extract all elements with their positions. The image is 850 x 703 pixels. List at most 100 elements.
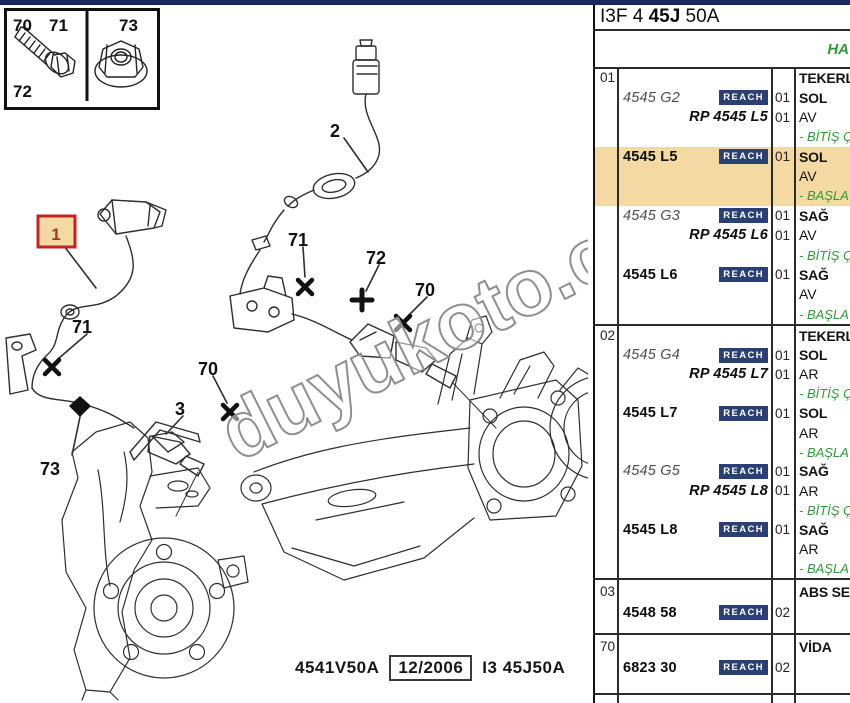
qty	[771, 423, 794, 442]
part-cell: 4545 G2 REACH	[617, 88, 771, 108]
part-cell: 4545 G4 REACH	[617, 345, 771, 364]
part-number[interactable]: 4548 58	[623, 604, 677, 621]
top-accent-bar	[0, 0, 850, 5]
qty	[771, 285, 794, 305]
reach-badge[interactable]: REACH	[719, 347, 768, 363]
callout-labels: 2 71 72 70 71 70 3 73	[40, 121, 435, 479]
table-line: - BAŞLA	[593, 186, 850, 206]
part-number[interactable]: RP 4545 L5	[689, 109, 768, 126]
bolt-drawing	[14, 26, 76, 78]
description: AV	[799, 168, 817, 185]
reach-badge[interactable]: REACH	[719, 405, 768, 421]
qty: 01	[775, 463, 791, 479]
section-ref	[593, 462, 617, 481]
section-ref	[593, 166, 617, 186]
part-number[interactable]: 4545 L7	[623, 405, 678, 422]
callout-1-box[interactable]: 1	[36, 214, 77, 249]
table-row[interactable]: 4548 58 REACH 02	[593, 602, 850, 623]
reach-badge[interactable]: REACH	[719, 90, 768, 106]
section-ref	[593, 481, 617, 500]
qty: 01	[775, 405, 791, 421]
qty: 02	[775, 605, 791, 620]
callout-72: 72	[366, 248, 386, 268]
row-divider	[593, 578, 850, 580]
qty: 01	[775, 347, 791, 363]
callout-70-mid: 70	[198, 359, 218, 379]
reach-badge[interactable]: REACH	[719, 605, 768, 620]
table-line: AR	[593, 423, 850, 442]
description: - BİTİŞ Ç	[799, 502, 850, 518]
leader-lines	[57, 137, 428, 456]
reach-badge[interactable]: REACH	[719, 660, 768, 675]
description: ABS SEN	[799, 583, 850, 600]
part-number[interactable]: RP 4545 L8	[689, 482, 768, 499]
diamond-marker-73	[69, 396, 91, 417]
section-ref	[593, 520, 617, 539]
legend-label-71: 71	[49, 16, 68, 35]
part-number[interactable]: 6823 30	[623, 659, 677, 676]
reach-badge[interactable]: REACH	[719, 208, 768, 224]
section-ref	[593, 365, 617, 384]
reach-badge[interactable]: REACH	[719, 267, 768, 283]
part-number[interactable]: 4545 G3	[623, 207, 681, 224]
part-number[interactable]: 4545 L5	[623, 148, 678, 165]
description: TEKERL	[799, 69, 850, 86]
part-cell: 4545 G5 REACH	[617, 462, 771, 481]
qty	[771, 326, 794, 345]
description: AR	[799, 482, 819, 499]
part-number[interactable]: 4545 G4	[623, 347, 681, 364]
part-cell	[617, 581, 771, 602]
callout-73: 73	[40, 459, 60, 479]
description: SAĞ	[799, 207, 829, 224]
section-ref: 70	[600, 639, 616, 654]
reach-badge[interactable]: REACH	[719, 463, 768, 479]
part-cell	[617, 127, 771, 147]
part-cell: RP 4545 L7	[617, 365, 771, 384]
page-title: I3F 4 45J 50A	[600, 6, 720, 27]
part-cell: 4545 L6 REACH	[617, 265, 771, 285]
description: SAĞ	[799, 463, 829, 480]
row-divider	[593, 633, 850, 635]
section-ref	[593, 559, 617, 578]
part-number[interactable]: 4545 G2	[623, 89, 681, 106]
row-divider	[593, 29, 850, 31]
table-row[interactable]: 4545 G5 REACH 01 SAĞ	[593, 462, 850, 481]
qty	[771, 304, 794, 324]
part-number[interactable]: 4545 G5	[623, 463, 681, 480]
section-ref	[593, 539, 617, 558]
table-line: - BİTİŞ Ç	[593, 384, 850, 403]
qty	[771, 384, 794, 403]
part-number[interactable]: RP 4545 L7	[689, 366, 768, 383]
reach-badge[interactable]: REACH	[719, 149, 768, 165]
description: AV	[799, 227, 817, 244]
part-number[interactable]: 4545 L8	[623, 521, 678, 538]
qty	[771, 166, 794, 186]
reach-badge[interactable]: REACH	[719, 522, 768, 538]
part-cell: RP 4545 L5	[617, 107, 771, 127]
part-cell	[617, 304, 771, 324]
description: - BAŞLA	[799, 444, 849, 460]
part-number[interactable]: RP 4545 L6	[689, 227, 768, 244]
qty	[771, 539, 794, 558]
part-number[interactable]: 4545 L6	[623, 266, 678, 283]
qty: 01	[775, 366, 791, 382]
caption-ref: I3 45J50A	[482, 658, 566, 677]
